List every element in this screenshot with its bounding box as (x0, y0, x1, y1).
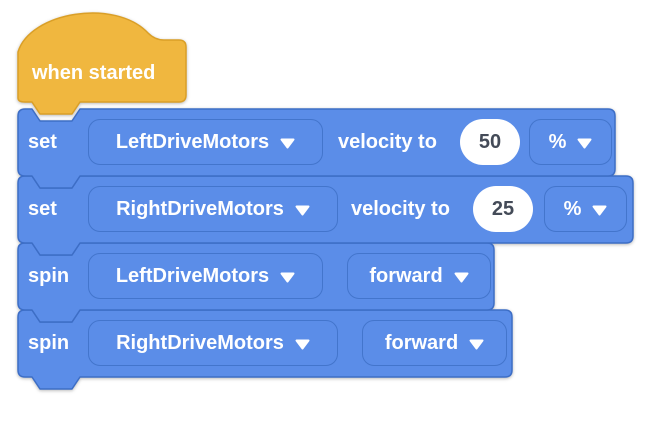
motor-dropdown-value: RightDriveMotors (116, 331, 284, 354)
velocity-to-label: velocity to (351, 198, 450, 220)
set-label: set (28, 131, 57, 153)
block-spin-right[interactable]: spin RightDriveMotors forward (18, 310, 512, 377)
chevron-down-icon (280, 272, 295, 283)
chevron-down-icon (577, 138, 592, 149)
set-label: set (28, 198, 57, 220)
unit-dropdown[interactable]: % (529, 119, 612, 165)
motor-dropdown[interactable]: LeftDriveMotors (88, 253, 323, 299)
motor-dropdown-value: LeftDriveMotors (115, 130, 270, 153)
direction-dropdown-value: forward (384, 331, 459, 354)
velocity-value: 50 (478, 130, 502, 153)
motor-dropdown[interactable]: LeftDriveMotors (88, 119, 323, 165)
motor-dropdown[interactable]: RightDriveMotors (88, 186, 338, 232)
direction-dropdown[interactable]: forward (362, 320, 507, 366)
velocity-to-label: velocity to (338, 131, 437, 153)
velocity-value: 25 (491, 197, 515, 220)
spin-label: spin (28, 332, 70, 354)
direction-dropdown-value: forward (369, 264, 443, 287)
motor-dropdown[interactable]: RightDriveMotors (88, 320, 338, 366)
unit-dropdown-value: % (563, 197, 582, 220)
velocity-value-input[interactable]: 50 (460, 119, 520, 165)
spin-label: spin (28, 265, 70, 287)
chevron-down-icon (295, 205, 310, 216)
hat-block-shape-when-started[interactable] (17, 12, 187, 115)
block-spin-left[interactable]: spin LeftDriveMotors forward (18, 243, 494, 310)
hat-block-when-started[interactable]: when started (18, 42, 186, 104)
chevron-down-icon (454, 272, 469, 283)
unit-dropdown[interactable]: % (544, 186, 627, 232)
direction-dropdown[interactable]: forward (347, 253, 491, 299)
block-set-velocity-right[interactable]: set RightDriveMotors velocity to 25 % (18, 176, 633, 243)
velocity-value-input[interactable]: 25 (473, 186, 533, 232)
motor-dropdown-value: RightDriveMotors (116, 197, 284, 220)
chevron-down-icon (469, 339, 484, 350)
block-set-velocity-left[interactable]: set LeftDriveMotors velocity to 50 % (18, 109, 615, 176)
chevron-down-icon (280, 138, 295, 149)
chevron-down-icon (295, 339, 310, 350)
unit-dropdown-value: % (548, 130, 567, 153)
motor-dropdown-value: LeftDriveMotors (115, 264, 270, 287)
chevron-down-icon (592, 205, 607, 216)
hat-block-label: when started (32, 61, 156, 84)
